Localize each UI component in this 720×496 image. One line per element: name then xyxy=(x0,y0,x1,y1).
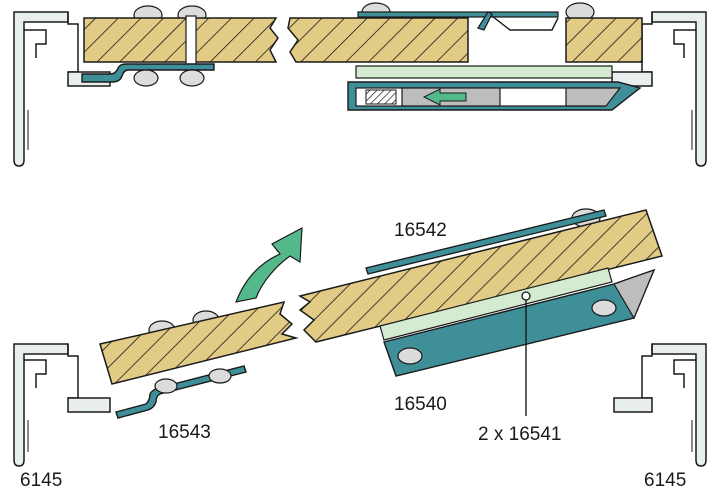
knob xyxy=(397,347,423,365)
frame-profile-right-top xyxy=(611,11,707,167)
top-strip-top xyxy=(357,11,559,18)
light-green-strip-bottom xyxy=(379,267,613,341)
light-green-strip-top xyxy=(355,65,613,79)
bottom-assembly xyxy=(13,208,707,467)
label-pins: 2 x 16541 xyxy=(478,424,561,445)
knob xyxy=(179,69,205,87)
label-top-strip: 16542 xyxy=(394,220,447,241)
frame-profile-right-bottom xyxy=(613,343,707,467)
wood-panel-right-top xyxy=(287,17,469,63)
wood-panel-left-top xyxy=(83,17,279,63)
knob xyxy=(208,368,232,384)
wood-panel-left-bottom xyxy=(99,300,299,385)
latch-spring xyxy=(477,11,493,31)
label-frame-right: 6145 xyxy=(644,470,686,491)
label-slide-rail: 16540 xyxy=(394,394,447,415)
knob xyxy=(154,378,178,394)
label-hinge-plate: 16543 xyxy=(158,422,211,443)
top-strip-bottom xyxy=(365,209,607,275)
knob xyxy=(591,299,617,317)
knob xyxy=(133,69,159,87)
wood-panel-right-bottom xyxy=(298,209,663,343)
hatched-stop xyxy=(365,89,397,105)
arrow-left-icon xyxy=(422,88,467,106)
gray-wedge-bottom xyxy=(613,268,656,320)
wood-panel-end-top xyxy=(565,17,643,63)
hinge-plate-top xyxy=(81,63,215,83)
curved-arrow-up-icon xyxy=(235,226,303,303)
pin-marker xyxy=(521,291,531,301)
top-assembly xyxy=(13,2,707,167)
gray-wedge xyxy=(565,87,622,107)
frame-profile-left-bottom xyxy=(13,343,111,467)
label-frame-left: 6145 xyxy=(20,470,62,491)
